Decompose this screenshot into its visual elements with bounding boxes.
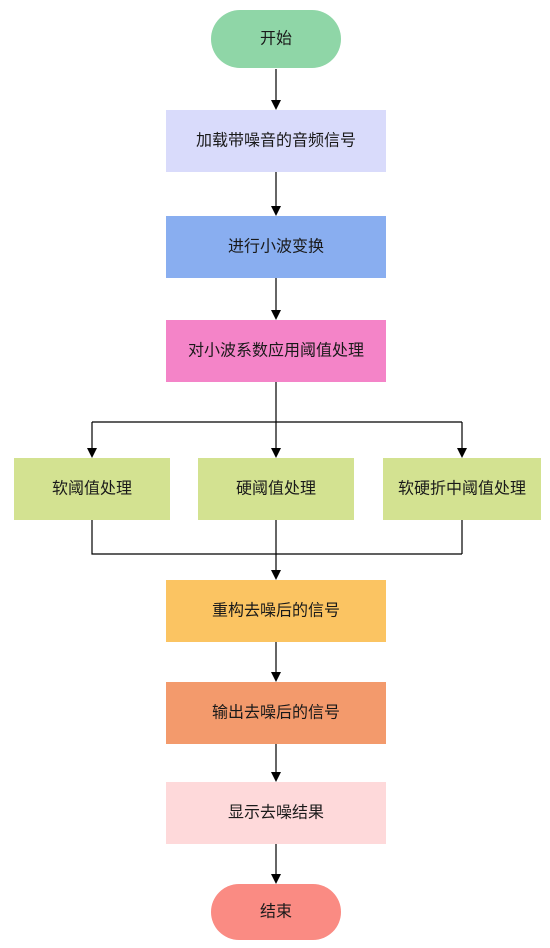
- node-wavelet-shape: [166, 216, 386, 278]
- node-soft: 软阈值处理: [14, 458, 170, 520]
- node-end: 结束: [211, 884, 341, 940]
- node-threshold: 对小波系数应用阈值处理: [166, 320, 386, 382]
- node-compromise: 软硬折中阈值处理: [383, 458, 541, 520]
- node-load-shape: [166, 110, 386, 172]
- node-hard: 硬阈值处理: [198, 458, 354, 520]
- node-compromise-label: 软硬折中阈值处理: [398, 479, 526, 498]
- node-end-shape: [211, 884, 341, 940]
- node-output: 输出去噪后的信号: [166, 682, 386, 744]
- node-load-label: 加载带噪音的音频信号: [196, 131, 356, 150]
- node-display-shape: [166, 782, 386, 844]
- node-display-label: 显示去噪结果: [228, 803, 324, 822]
- node-wavelet-label: 进行小波变换: [228, 237, 324, 256]
- node-soft-shape: [14, 458, 170, 520]
- node-start-shape: [211, 10, 341, 68]
- node-start-label: 开始: [260, 29, 292, 48]
- node-output-label: 输出去噪后的信号: [212, 703, 340, 722]
- node-reconstruct-shape: [166, 580, 386, 642]
- node-soft-label: 软阈值处理: [52, 479, 132, 498]
- node-threshold-shape: [166, 320, 386, 382]
- node-threshold-label: 对小波系数应用阈值处理: [188, 341, 364, 360]
- edge-merge: [91, 520, 463, 555]
- node-reconstruct-label: 重构去噪后的信号: [212, 601, 340, 620]
- node-load: 加载带噪音的音频信号: [166, 110, 386, 172]
- node-output-shape: [166, 682, 386, 744]
- node-hard-shape: [198, 458, 354, 520]
- node-wavelet: 进行小波变换: [166, 216, 386, 278]
- node-display: 显示去噪结果: [166, 782, 386, 844]
- node-reconstruct: 重构去噪后的信号: [166, 580, 386, 642]
- edges: [87, 69, 467, 884]
- edge-threshold-branch: [92, 382, 462, 423]
- node-compromise-shape: [383, 458, 541, 520]
- node-start: 开始: [211, 10, 341, 68]
- node-hard-label: 硬阈值处理: [236, 479, 316, 498]
- node-end-label: 结束: [260, 902, 292, 921]
